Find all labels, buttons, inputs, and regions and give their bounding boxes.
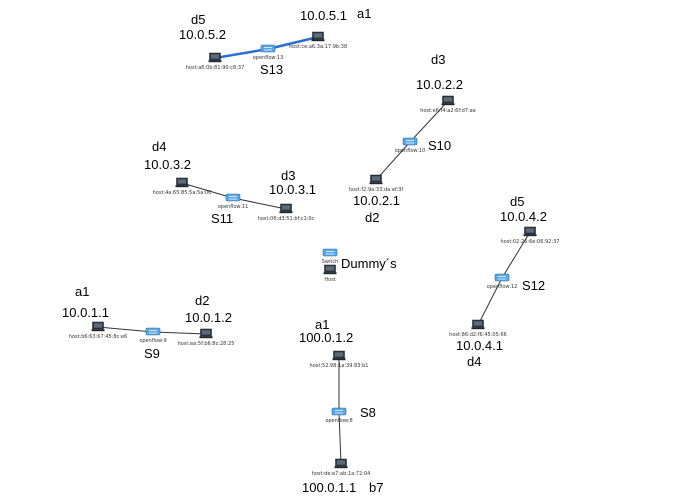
node-label: Dummy´s	[341, 256, 397, 271]
node-tag-legend-host: Host	[324, 277, 335, 283]
node-tag-h8b: host:de:e7:ab:1a:72:04	[312, 471, 371, 477]
nodes-layer: openflow:13 host:a6:0b:81:90:c8:37 host:ce…	[69, 31, 560, 477]
node-tag-h9a: host:b6:63:67:45:8c:e6	[69, 334, 128, 340]
node-tag-s9: openflow:9	[139, 338, 166, 344]
node-label: S9	[144, 346, 160, 361]
node-label: d2	[365, 210, 379, 225]
node-tag-s11: openflow:11	[218, 204, 249, 210]
node-label: d3	[281, 168, 295, 183]
node-label: a1	[357, 6, 371, 21]
switch-icon-s8[interactable]: openflow:8	[325, 407, 353, 424]
node-label: S13	[260, 62, 283, 77]
host-icon-legend-host[interactable]: Host	[323, 264, 337, 283]
node-tag-h12b: host:86:d2:f6:45:05:66	[449, 332, 507, 338]
switch-icon-legend-switch[interactable]: Switch	[322, 248, 339, 265]
node-tag-s10: openflow:10	[395, 148, 426, 154]
switch-icon-s12[interactable]: openflow:12	[487, 273, 518, 290]
node-label: 10.0.2.1	[353, 193, 400, 208]
links-layer	[97, 35, 531, 465]
node-tag-h9b: host:ea:5f:b6:8c:28:25	[178, 341, 235, 347]
host-icon-h10b[interactable]: host:f2:9a:33:da:ef:3f	[349, 174, 404, 193]
link-s8-h8b	[338, 411, 342, 465]
host-icon-h11a[interactable]: host:4a:65:85:5a:5a:00	[153, 177, 212, 196]
node-tag-h10a: host:e6:f4:a2:6f:d7:ae	[420, 108, 476, 114]
link-h12a-s12	[501, 231, 531, 279]
node-label: S11	[211, 211, 233, 226]
link-s9-h9b	[152, 331, 207, 335]
node-tag-h8a: host:52:98:1a:39:83:b1	[310, 363, 369, 369]
switch-icon-s13[interactable]: openflow:13	[253, 44, 284, 61]
switch-icon-s10[interactable]: openflow:10	[395, 137, 426, 154]
node-tag-h12a: host:02:26:6e:06:92:37	[501, 239, 560, 245]
node-label: d5	[510, 194, 524, 209]
host-icon-h12a[interactable]: host:02:26:6e:06:92:37	[501, 226, 560, 245]
node-label: 10.0.1.1	[62, 305, 109, 320]
node-tag-h13a: host:a6:0b:81:90:c8:37	[186, 65, 245, 71]
link-s13-h13b	[267, 35, 319, 51]
node-label: 10.0.4.2	[500, 209, 547, 224]
node-label: 10.0.3.2	[144, 157, 191, 172]
link-s12-h12b	[477, 277, 503, 326]
node-label: a1	[75, 284, 89, 299]
link-h11a-s11	[181, 182, 234, 199]
node-label: d2	[195, 293, 209, 308]
host-icon-h9a[interactable]: host:b6:63:67:45:8c:e6	[69, 321, 128, 340]
host-icon-h13b[interactable]: host:ce:a6:3a:17:9b:38	[289, 31, 347, 50]
node-label: S12	[522, 278, 545, 293]
node-label: 10.0.4.1	[456, 338, 503, 353]
node-label: b7	[369, 480, 383, 495]
host-icon-h13a[interactable]: host:a6:0b:81:90:c8:37	[186, 52, 245, 71]
node-label: 100.0.1.2	[299, 330, 353, 345]
node-tag-h11a: host:4a:65:85:5a:5a:00	[153, 190, 212, 196]
node-tag-s8: openflow:8	[325, 418, 352, 424]
host-icon-h12b[interactable]: host:86:d2:f6:45:05:66	[449, 319, 507, 338]
node-label: d3	[431, 52, 445, 67]
node-label: S8	[360, 405, 376, 420]
link-h10a-s10	[409, 100, 449, 143]
node-label: 10.0.1.2	[185, 310, 232, 325]
host-icon-h8a[interactable]: host:52:98:1a:39:83:b1	[310, 350, 369, 369]
node-label: d4	[152, 139, 166, 154]
node-label: d4	[467, 354, 481, 369]
host-icon-h11b[interactable]: host:06:d3:51:bf:c1:0c	[258, 203, 315, 222]
switch-icon-s11[interactable]: openflow:11	[218, 193, 249, 210]
link-h13a-s13	[214, 47, 269, 60]
link-s11-h11b	[232, 197, 287, 210]
host-icon-h8b[interactable]: host:de:e7:ab:1a:72:04	[312, 458, 371, 477]
node-label: 10.0.3.1	[269, 182, 316, 197]
node-label: d5	[191, 12, 205, 27]
link-h9a-s9	[97, 326, 154, 333]
host-icon-h9b[interactable]: host:ea:5f:b6:8c:28:25	[178, 328, 235, 347]
node-tag-h10b: host:f2:9a:33:da:ef:3f	[349, 187, 404, 193]
node-label: 10.0.5.1	[300, 8, 347, 23]
node-tag-s12: openflow:12	[487, 284, 518, 290]
node-tag-h11b: host:06:d3:51:bf:c1:0c	[258, 216, 315, 222]
node-label: a1	[315, 317, 329, 332]
node-tag-legend-switch: Switch	[322, 259, 339, 265]
host-icon-h10a[interactable]: host:e6:f4:a2:6f:d7:ae	[420, 95, 476, 114]
node-tag-h13b: host:ce:a6:3a:17:9b:38	[289, 44, 347, 50]
node-label: S10	[428, 138, 451, 153]
node-tag-s13: openflow:13	[253, 55, 284, 61]
switch-icon-s9[interactable]: openflow:9	[139, 327, 167, 344]
link-s10-h10b	[375, 141, 411, 181]
node-label: 10.0.2.2	[416, 77, 463, 92]
node-label: 100.0.1.1	[302, 480, 356, 495]
node-label: 10.0.5.2	[179, 27, 226, 42]
